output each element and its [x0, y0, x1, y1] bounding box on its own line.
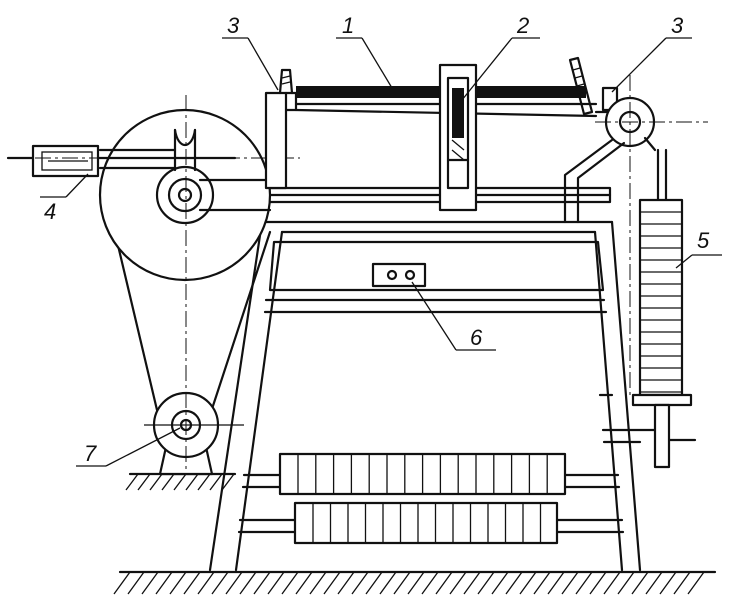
- callout-4: 4: [44, 199, 56, 224]
- floor-hatching: [113, 570, 717, 595]
- resistor-bank-lower: [293, 501, 559, 545]
- callout-2: 2: [516, 13, 529, 38]
- control-box: [371, 262, 427, 288]
- callout-6: 6: [470, 325, 483, 350]
- feed-pulley: [563, 75, 708, 395]
- idler-pulley: [144, 391, 244, 476]
- wire-spool: [631, 148, 693, 469]
- left-support-post: [264, 68, 298, 190]
- callout-1: 1: [342, 13, 354, 38]
- drive-wheel: [98, 108, 272, 417]
- main-shaft: [198, 186, 612, 204]
- callout-3-right: 3: [671, 13, 684, 38]
- callout-3-left: 3: [227, 13, 240, 38]
- resistor-bank-upper: [278, 452, 567, 496]
- right-tensioner: [568, 56, 619, 116]
- callout-7: 7: [84, 441, 97, 466]
- pulley-base-hatching: [125, 472, 237, 491]
- callout-leaders: [40, 37, 722, 467]
- wire-guide-carriage: [438, 63, 478, 212]
- callout-5: 5: [697, 228, 710, 253]
